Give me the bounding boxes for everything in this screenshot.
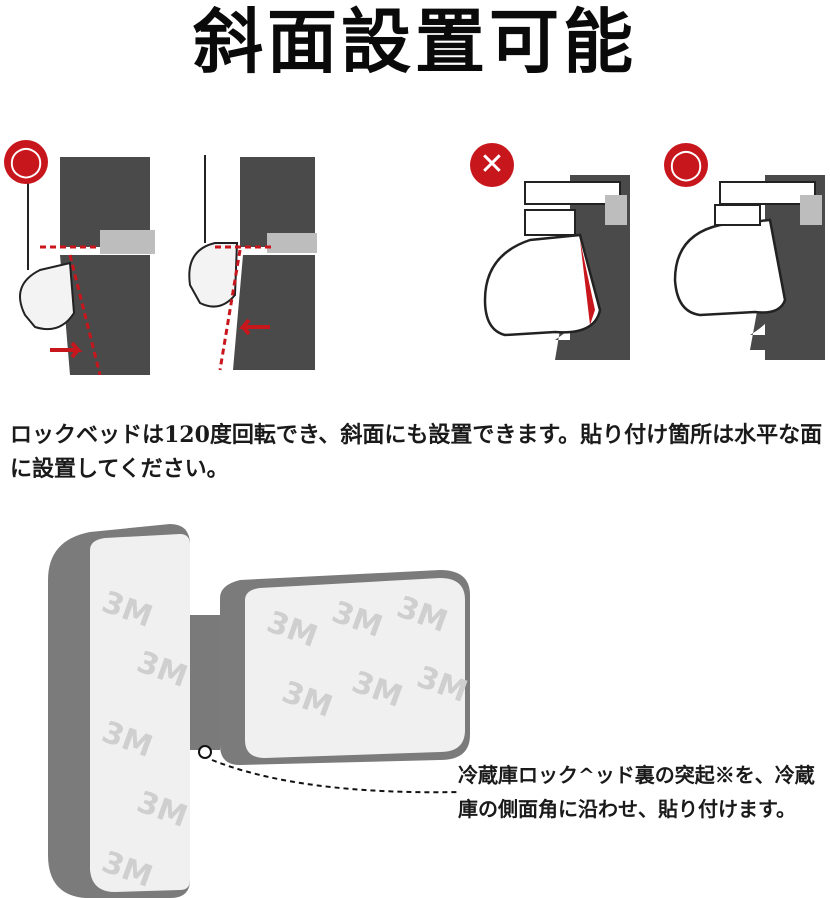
diagram-ng bbox=[483, 175, 630, 360]
ok-mark-1: ◯ bbox=[4, 140, 48, 184]
ng-mark: ✕ bbox=[470, 143, 514, 187]
ok-mark-2: ◯ bbox=[664, 143, 708, 187]
product-illustration: 3M 3M 3M 3M 3M 3M 3M 3M 3M 3M 3M bbox=[48, 524, 472, 898]
diagram-ok-3 bbox=[673, 175, 825, 360]
description-text: ロックベッドは120度回転でき、斜面にも設置できます。貼り付け箇所は水平な面に設… bbox=[10, 422, 823, 482]
page-title: 斜面設置可能 bbox=[193, 1, 637, 83]
installation-note: 冷蔵庫ロック^ッド裏の突起※を、冷蔵庫の側面角に沿わせ、貼り付けます。 bbox=[458, 763, 815, 821]
diagram-slope-ok-1 bbox=[19, 155, 155, 375]
diagram-slope-ok-2 bbox=[188, 155, 317, 371]
